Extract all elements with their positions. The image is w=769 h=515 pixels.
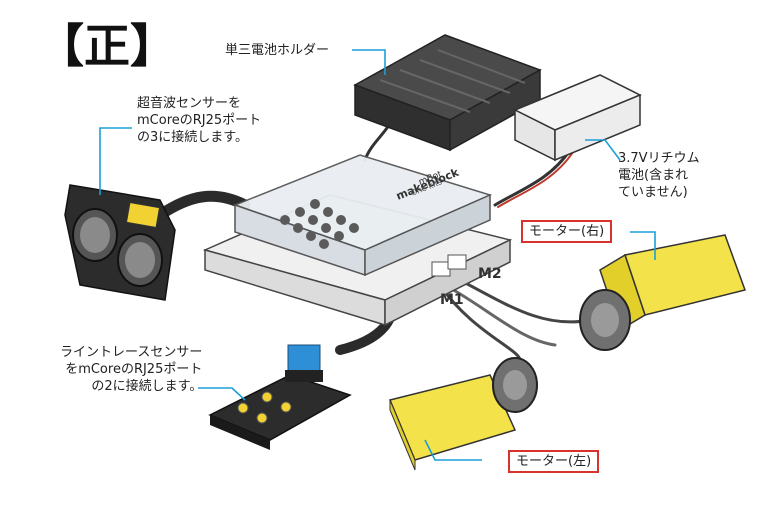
lithium-battery-line-3: ていません) [618, 185, 688, 200]
port-m1-label: M1 [440, 292, 464, 308]
page-title: 【正】 [38, 19, 176, 73]
line-follower-line-3: の2に接続します。 [91, 379, 203, 394]
line-follower-line-2: をmCoreのRJ25ポート [65, 362, 203, 377]
callout-lines [99, 49, 656, 461]
motor-left-label: モーター(左) [508, 450, 600, 473]
lithium-battery-label: 3.7Vリチウム 電池(含まれ ていません) [618, 150, 700, 201]
ultrasonic-label: 超音波センサーを mCoreのRJ25ポート の3に接続します。 [137, 95, 261, 146]
lithium-battery [513, 74, 642, 162]
mcore-board: makeblock mBot One kits [202, 154, 513, 327]
lithium-battery-line-2: 電池(含まれ [618, 168, 689, 183]
ultrasonic-line-1: 超音波センサーを [137, 96, 242, 111]
motor-port-m1 [431, 261, 451, 277]
motor-left [388, 357, 538, 471]
line-follower-label: ライントレースセンサー をmCoreのRJ25ポート の2に接続します。 [60, 344, 202, 395]
lithium-battery-line-1: 3.7Vリチウム [618, 151, 700, 166]
ultrasonic-line-2: mCoreのRJ25ポート [137, 113, 262, 128]
line-follower-sensor [208, 344, 352, 450]
line-follower-line-1: ライントレースセンサー [60, 345, 203, 360]
ultrasonic-line-3: の3に接続します。 [137, 130, 248, 145]
port-m2-label: M2 [478, 266, 502, 282]
motor-port-m2 [447, 254, 467, 270]
motor-right-label: モーター(右) [521, 220, 613, 243]
battery-holder-label: 単三電池ホルダー [225, 43, 330, 58]
motor-right [579, 234, 746, 351]
ultrasonic-sensor [64, 184, 176, 301]
